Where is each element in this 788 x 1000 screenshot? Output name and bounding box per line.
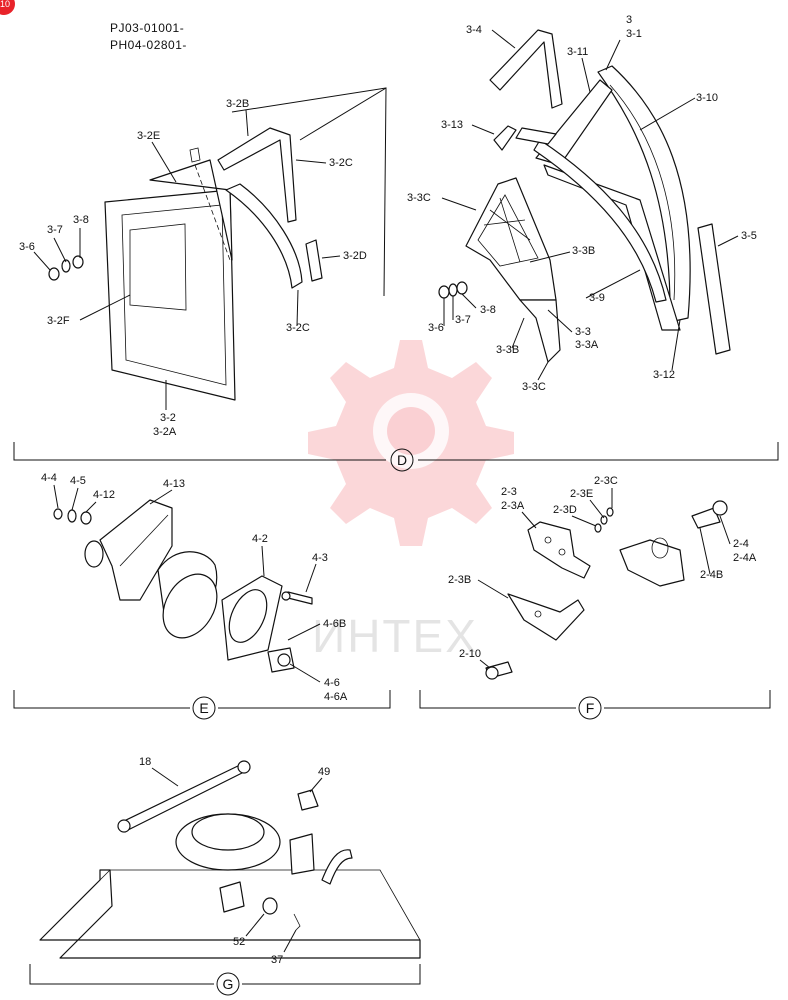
part-callout-label: 3-12 <box>653 369 675 381</box>
part-callout-label: 3-3 <box>575 326 591 338</box>
part-callout-label: 18 <box>139 756 151 768</box>
section-d-leaders <box>33 29 739 410</box>
part-callout-label: 3-2D <box>343 250 367 262</box>
part-callout-label: 3-2C <box>329 157 353 169</box>
part-callout-label: 4-6B <box>323 618 346 630</box>
part-callout-label: 3-3C <box>522 381 546 393</box>
part-callout-label: 2-4A <box>733 552 757 564</box>
section-f-labels: 2-3C 2-3E 2-3 2-3A 2-3D 2-4 2-4A 2-4B 2-… <box>448 475 757 660</box>
section-f-marker: F <box>586 700 595 716</box>
part-callout-label: 3-7 <box>455 314 471 326</box>
part-callout-label: 2-3C <box>594 475 618 487</box>
part-callout-label: 3-7 <box>47 224 63 236</box>
part-callout-label: 3-2A <box>153 426 177 438</box>
part-callout-label: 3-2C <box>286 322 310 334</box>
section-d-drawing <box>13 29 779 472</box>
part-callout-label: 3-3B <box>496 344 519 356</box>
part-callout-label: 2-3 <box>501 486 517 498</box>
part-callout-label: 4-6 <box>324 677 340 689</box>
section-d-marker: D <box>397 452 407 468</box>
part-callout-label: 3-2 <box>160 412 176 424</box>
part-callout-label: 37 <box>271 954 283 966</box>
part-callout-label: 3-3B <box>572 245 595 257</box>
part-callout-label: 3-6 <box>428 322 444 334</box>
part-callout-label: 3-5 <box>741 230 757 242</box>
page-badge: 10 <box>0 0 15 15</box>
part-callout-label: 3-13 <box>441 119 463 131</box>
section-f-drawing <box>419 500 771 720</box>
part-callout-label: 3-2B <box>226 98 249 110</box>
section-e-labels: 4-4 4-5 4-12 4-13 4-2 4-3 4-6B 4-6 4-6A <box>41 472 348 703</box>
part-callout-label: 3-2E <box>137 130 160 142</box>
model-code-2: PH04-02801- <box>110 38 187 52</box>
section-d-labels: 3-4 3 3-1 3-11 3-10 3-13 3-3C 3-3B 3-5 3… <box>19 14 757 438</box>
part-callout-label: 52 <box>233 936 245 948</box>
part-callout-label: 2-3B <box>448 574 471 586</box>
part-callout-label: 2-3D <box>553 504 577 516</box>
part-callout-label: 2-3A <box>501 500 525 512</box>
part-callout-label: 3-2F <box>47 315 70 327</box>
part-callout-label: 3-6 <box>19 241 35 253</box>
watermark-gear-logo <box>308 340 514 546</box>
part-callout-label: 2-10 <box>459 648 481 660</box>
part-callout-label: 3-9 <box>589 292 605 304</box>
part-callout-label: 3-8 <box>73 214 89 226</box>
part-callout-label: 3-4 <box>466 24 482 36</box>
part-callout-label: 3-1 <box>626 28 642 40</box>
section-e-leaders <box>53 484 321 683</box>
part-callout-label: 4-6A <box>324 691 348 703</box>
section-g-leaders <box>151 767 323 953</box>
section-g-marker: G <box>223 976 234 992</box>
part-callout-label: 3-11 <box>567 46 588 58</box>
part-callout-label: 4-2 <box>252 533 268 545</box>
part-callout-label: 49 <box>318 766 330 778</box>
part-callout-label: 3-3C <box>407 192 431 204</box>
section-g-labels: 18 49 52 37 <box>139 756 330 966</box>
part-callout-label: 2-3E <box>570 488 593 500</box>
part-callout-label: 3-10 <box>696 92 718 104</box>
section-g-drawing <box>29 760 421 996</box>
section-e-drawing <box>13 499 391 720</box>
section-e-marker: E <box>199 700 208 716</box>
part-callout-label: 4-3 <box>312 552 328 564</box>
part-callout-label: 4-5 <box>70 475 86 487</box>
watermark-text: ИНТЕХ <box>312 610 478 662</box>
part-callout-label: 4-4 <box>41 472 57 484</box>
part-callout-label: 4-13 <box>163 478 185 490</box>
model-code-1: PJ03-01001- <box>110 21 184 35</box>
svg-text:10: 10 <box>0 0 10 9</box>
part-callout-label: 3-8 <box>480 304 496 316</box>
part-callout-label: 2-4B <box>700 569 723 581</box>
section-f-leaders <box>477 488 731 669</box>
part-callout-label: 3 <box>626 14 632 26</box>
part-callout-label: 4-12 <box>93 489 115 501</box>
part-callout-label: 3-3A <box>575 339 599 351</box>
part-callout-label: 2-4 <box>733 538 749 550</box>
